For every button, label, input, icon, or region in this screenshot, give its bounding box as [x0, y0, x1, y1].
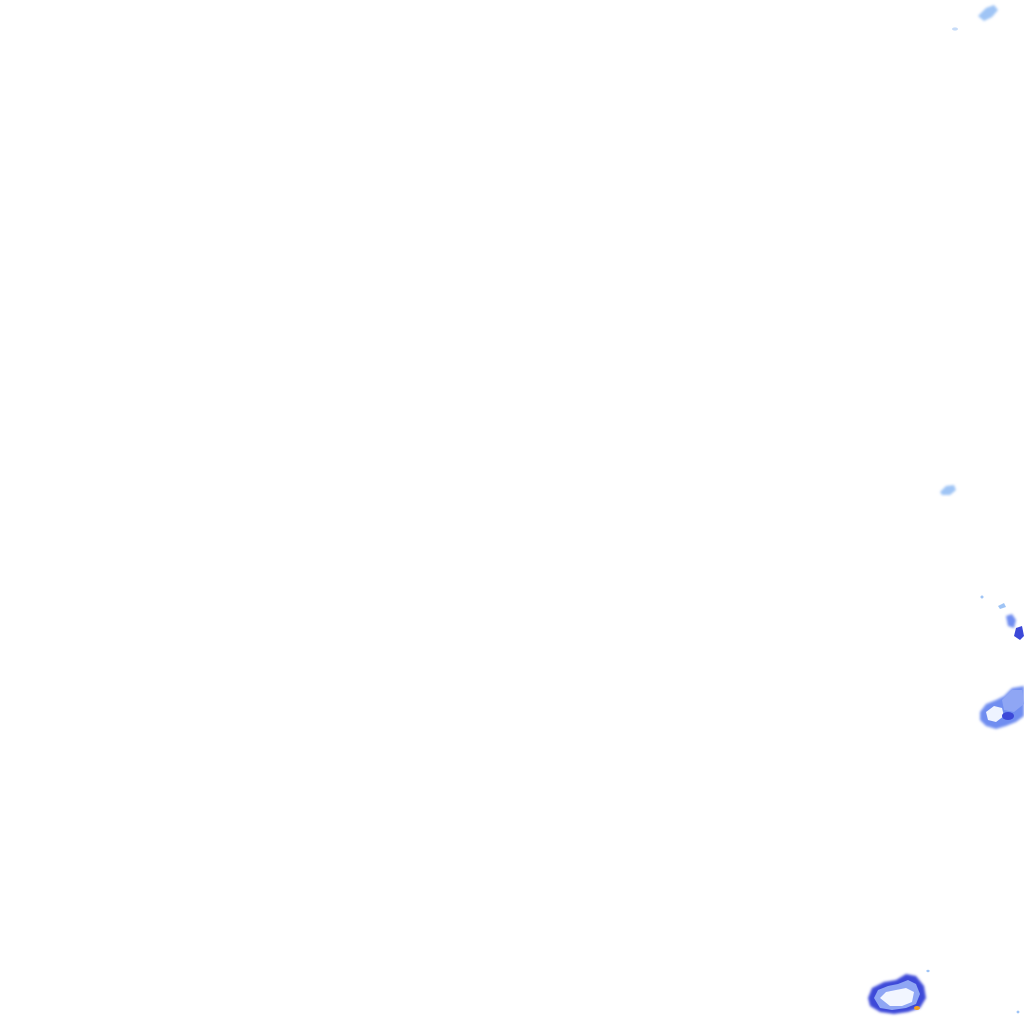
echo-cell-top-right [952, 5, 998, 31]
echo-cell-right-edge [980, 686, 1024, 729]
echo-cell-bottom [868, 969, 1020, 1014]
echo-cell-mid-right [940, 485, 956, 495]
echo-cell-scattered [980, 595, 1024, 640]
